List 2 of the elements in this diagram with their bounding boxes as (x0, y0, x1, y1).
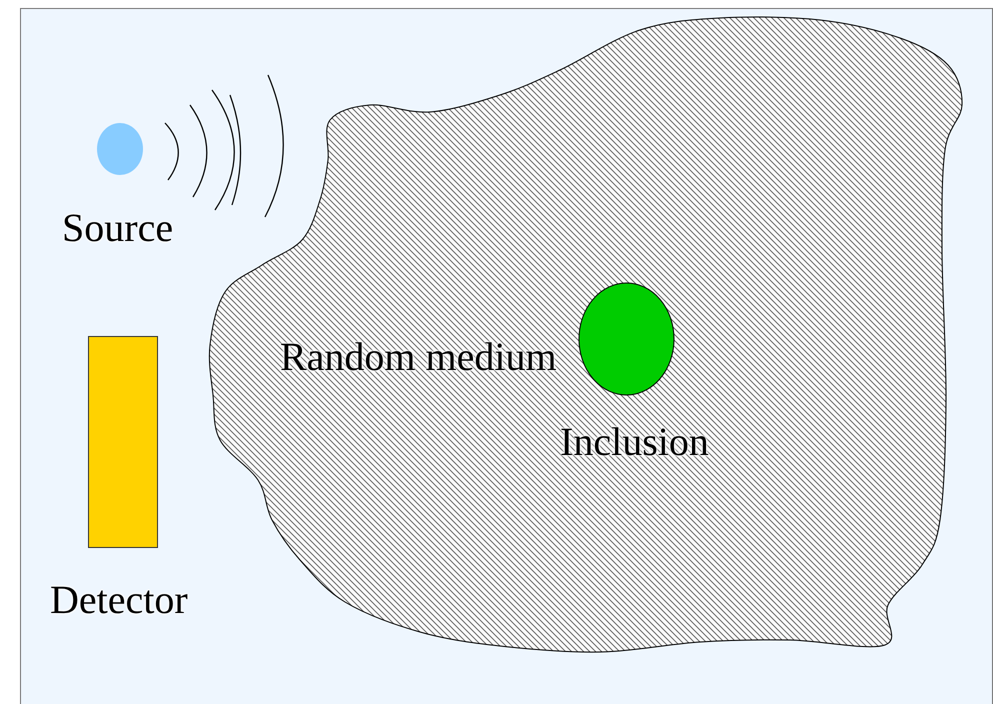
node-label: Source (62, 206, 174, 250)
node-label: Detector (50, 578, 188, 622)
